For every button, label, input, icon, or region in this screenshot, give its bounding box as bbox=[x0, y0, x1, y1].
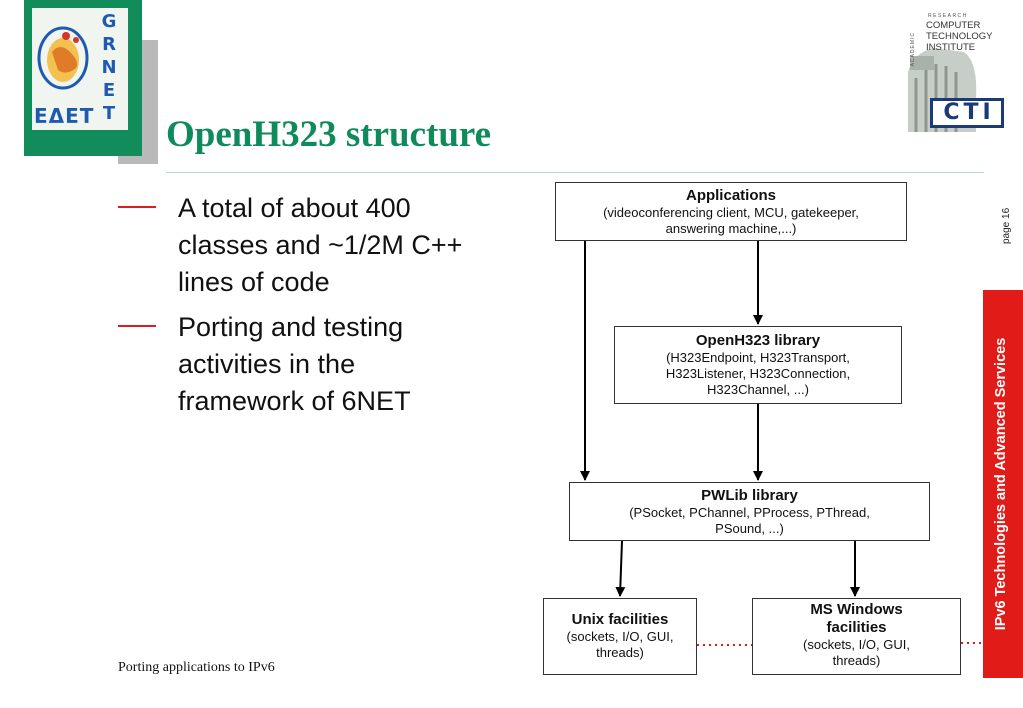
bullet-list: A total of about 400 classes and ~1/2M C… bbox=[118, 190, 478, 428]
grnet-letters: G R N E T bbox=[96, 10, 122, 125]
cti-mark: CTI bbox=[943, 100, 995, 125]
side-banner bbox=[983, 290, 1023, 678]
applications-desc: answering machine,...) bbox=[665, 221, 797, 236]
unix-facilities-box: Unix facilities (sockets, I/O, GUI, thre… bbox=[543, 598, 697, 675]
applications-desc: (videoconferencing client, MCU, gatekeep… bbox=[603, 205, 859, 220]
cti-research-label: RESEARCH bbox=[928, 13, 968, 19]
pwlib-library-box: PWLib library (PSocket, PChannel, PProce… bbox=[569, 482, 930, 541]
applications-box: Applications (videoconferencing client, … bbox=[555, 182, 907, 241]
cti-name: COMPUTER TECHNOLOGY INSTITUTE bbox=[926, 20, 993, 53]
openh323-title: OpenH323 library bbox=[695, 332, 821, 349]
pwlib-title: PWLib library bbox=[701, 487, 798, 504]
grnet-letter: T bbox=[102, 103, 116, 124]
cti-logo: RESEARCH ACADEMIC COMPUTER TECHNOLOGY IN… bbox=[904, 12, 1008, 134]
pwlib-desc: PSound, ...) bbox=[715, 521, 784, 536]
bullet-dash-icon bbox=[118, 206, 156, 208]
windows-desc: threads) bbox=[832, 653, 881, 668]
bullet-text: A total of about 400 classes and ~1/2M C… bbox=[178, 193, 463, 297]
pwlib-desc: (PSocket, PChannel, PProcess, PThread, bbox=[629, 505, 870, 520]
grnet-logo: G R N E T ΕΔΕΤ bbox=[24, 0, 142, 156]
title-rule bbox=[166, 172, 984, 173]
bullet-item: A total of about 400 classes and ~1/2M C… bbox=[118, 190, 478, 301]
openh323-desc: (H323Endpoint, H323Transport, bbox=[666, 350, 850, 365]
cti-name-line: COMPUTER bbox=[926, 20, 981, 31]
windows-desc: (sockets, I/O, GUI, bbox=[803, 637, 910, 652]
windows-facilities-box: MS Windows facilities (sockets, I/O, GUI… bbox=[752, 598, 961, 675]
unix-desc: threads) bbox=[596, 645, 644, 660]
grnet-letter: N bbox=[101, 57, 117, 78]
grnet-greek-name: ΕΔΕΤ bbox=[34, 104, 95, 128]
page-number: page 16 bbox=[1001, 207, 1012, 244]
grnet-letter: E bbox=[102, 80, 116, 101]
unix-title: Unix facilities bbox=[571, 611, 669, 628]
bullet-text: Porting and testing activities in the fr… bbox=[178, 312, 411, 416]
windows-title: MS Windows bbox=[810, 601, 903, 618]
openh323-desc: H323Listener, H323Connection, bbox=[665, 366, 851, 381]
windows-title: facilities bbox=[826, 619, 887, 636]
grnet-letter: R bbox=[102, 34, 116, 55]
grnet-logo-panel: G R N E T ΕΔΕΤ bbox=[32, 8, 128, 130]
slide-title: OpenH323 structure bbox=[166, 114, 492, 155]
side-banner-text: IPv6 Technologies and Advanced Services bbox=[993, 337, 1009, 631]
cti-name-line: TECHNOLOGY bbox=[926, 31, 993, 42]
arrow-pwlib-to-unix bbox=[615, 540, 626, 597]
bullet-item: Porting and testing activities in the fr… bbox=[118, 309, 478, 420]
cti-academic-label: ACADEMIC bbox=[910, 32, 916, 67]
applications-title: Applications bbox=[685, 187, 776, 204]
footer-text: Porting applications to IPv6 bbox=[118, 660, 275, 675]
bullet-dash-icon bbox=[118, 325, 156, 327]
cti-name-line: INSTITUTE bbox=[926, 42, 976, 53]
openh323-desc: H323Channel, ...) bbox=[707, 382, 809, 397]
grnet-emblem-icon bbox=[37, 26, 89, 90]
cti-mark-frame bbox=[930, 98, 1004, 128]
openh323-library-box: OpenH323 library (H323Endpoint, H323Tran… bbox=[614, 326, 902, 404]
unix-desc: (sockets, I/O, GUI, bbox=[566, 629, 674, 644]
grnet-letter: G bbox=[101, 11, 117, 32]
